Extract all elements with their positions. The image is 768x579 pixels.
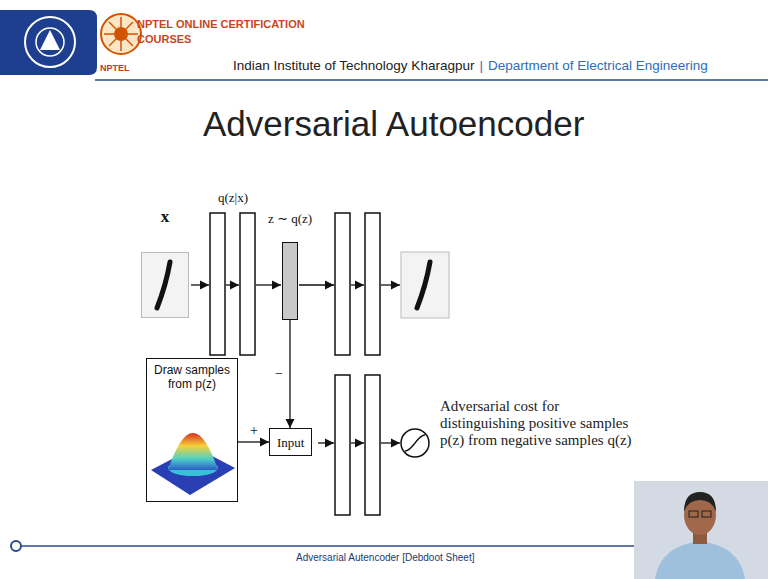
- logo-caption: NPTEL: [100, 63, 130, 73]
- institute-emblem: [25, 17, 75, 67]
- department-name: Department of Electrical Engineering: [488, 58, 708, 73]
- node-heading: z ∼ q(z): [259, 211, 321, 227]
- box-text: Draw samples from p(z): [150, 363, 234, 391]
- input-node: Input: [269, 428, 312, 456]
- institute-emblem: [40, 30, 60, 50]
- digit-stroke: [417, 262, 430, 308]
- nptel-logo: [114, 27, 128, 41]
- image-frame: [141, 252, 189, 318]
- decoder-layer: [335, 213, 350, 355]
- course-banner: NPTEL ONLINE CERTIFICATION COURSES: [137, 17, 307, 47]
- video-inset: [634, 481, 768, 579]
- edge-sign: −: [274, 367, 284, 381]
- discriminator-layer: [335, 375, 350, 515]
- speaker-shirt: [655, 541, 745, 579]
- footer-credit: Adversarial Autencoder [Debdoot Sheet]: [296, 552, 474, 563]
- institute-name: Indian Institute of Technology Kharagpur: [233, 58, 474, 73]
- header-line: Indian Institute of Technology Kharagpur…: [233, 58, 708, 73]
- connector-arrow: [238, 441, 269, 442]
- connector-arrow: [289, 320, 290, 428]
- cost-note: Adversarial cost for distinguishing posi…: [440, 398, 645, 449]
- encoder-layer: [240, 213, 255, 355]
- institute-emblem: [36, 28, 64, 56]
- encoder-layer: [210, 213, 225, 355]
- sigmoid-curve: [405, 435, 425, 451]
- sigmoid-unit: [401, 429, 429, 457]
- edge-sign: +: [249, 424, 259, 438]
- slide-title: Adversarial Autoencoder: [203, 104, 584, 144]
- encoder-label: q(z|x): [218, 190, 248, 206]
- decoder-layer: [365, 213, 380, 355]
- nptel-logo: [101, 14, 141, 54]
- input-image: [141, 252, 189, 318]
- footer-dot: [11, 541, 21, 551]
- node-heading: x: [140, 207, 190, 227]
- image-node: x: [140, 207, 190, 318]
- gaussian-peak: [168, 433, 218, 470]
- sampler-node: Draw samples from p(z): [146, 358, 238, 502]
- digit-stroke: [157, 262, 170, 308]
- logo-banner: [0, 10, 97, 75]
- header-rule: [95, 79, 768, 81]
- latent-node: z ∼ q(z): [259, 211, 321, 320]
- forward-arrow: [318, 442, 400, 443]
- separator: |: [479, 58, 483, 73]
- latent-code: [282, 242, 298, 320]
- speaker-hair: [684, 492, 716, 512]
- nptel-logo: [104, 17, 138, 51]
- speaker-glasses: [689, 511, 711, 517]
- output-image: [401, 252, 449, 318]
- discriminator-layer: [365, 375, 380, 515]
- box-text: Input: [277, 435, 304, 450]
